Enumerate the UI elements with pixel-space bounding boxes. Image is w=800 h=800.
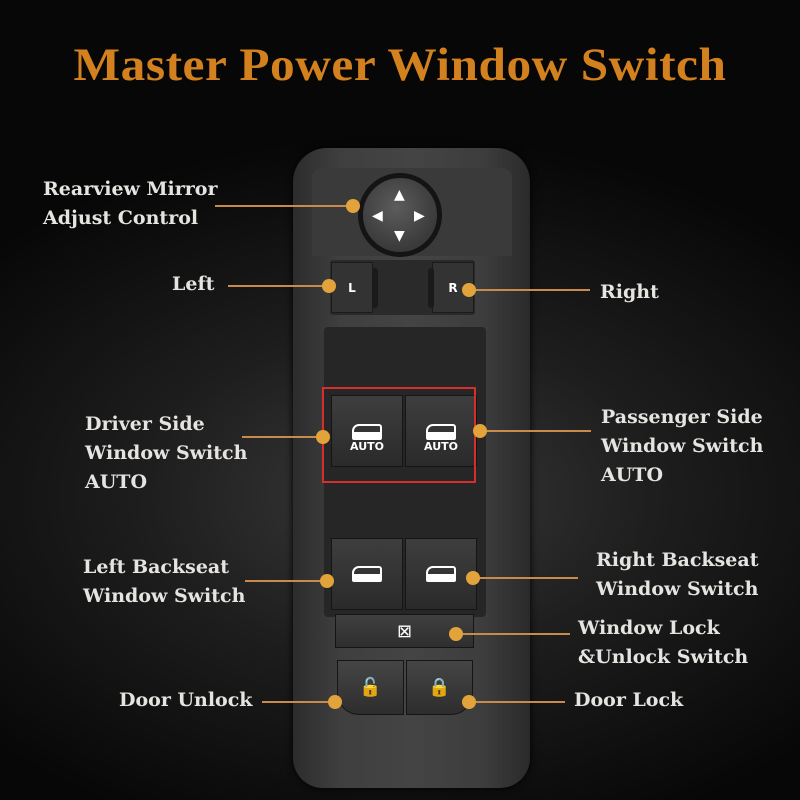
driver-window-button[interactable]: AUTO: [331, 395, 403, 467]
callout-line: [242, 436, 322, 438]
callout-dot: [328, 695, 342, 709]
label-window-lock: Window Lock &Unlock Switch: [578, 617, 749, 668]
auto-label: AUTO: [424, 439, 458, 453]
slot: [428, 268, 434, 308]
auto-highlight-box: [322, 387, 476, 483]
label-left: Left: [172, 273, 215, 295]
callout-dot: [346, 199, 360, 213]
callout-dot: [449, 627, 463, 641]
label-door-lock: Door Lock: [574, 689, 684, 711]
callout-dot: [462, 695, 476, 709]
callout-line: [215, 205, 353, 207]
lock-icon: 🔒: [428, 677, 451, 698]
mirror-adjust-knob[interactable]: [358, 173, 442, 257]
callout-line: [228, 285, 328, 287]
door-unlock-button[interactable]: 🔓: [337, 660, 404, 715]
arrow-up-icon: ▲: [394, 187, 405, 203]
callout-dot: [466, 571, 480, 585]
arrow-down-icon: ▼: [394, 228, 405, 244]
window-lock-icon: ⊠: [396, 620, 413, 642]
callout-line: [470, 289, 590, 291]
door-lock-button[interactable]: 🔒: [406, 660, 473, 715]
page-title: Master Power Window Switch: [73, 39, 727, 91]
window-lock-button[interactable]: ⊠: [335, 614, 474, 648]
window-icon: [352, 566, 382, 582]
arrow-right-icon: ▶: [414, 208, 425, 224]
callout-line: [475, 701, 565, 703]
left-backseat-window-button[interactable]: [331, 538, 403, 610]
callout-dot: [320, 574, 334, 588]
callout-line: [460, 633, 570, 635]
right-backseat-window-button[interactable]: [405, 538, 477, 610]
callout-line: [245, 580, 325, 582]
label-right-backseat: Right Backseat Window Switch: [596, 549, 759, 600]
arrow-left-icon: ◀: [372, 208, 383, 224]
slot: [372, 268, 378, 308]
passenger-window-button[interactable]: AUTO: [405, 395, 477, 467]
window-icon: [426, 566, 456, 582]
auto-label: AUTO: [350, 439, 384, 453]
callout-line: [478, 577, 578, 579]
callout-dot: [473, 424, 487, 438]
window-icon: [352, 423, 382, 440]
callout-dot: [316, 430, 330, 444]
label-mirror: Rearview Mirror Adjust Control: [43, 178, 218, 229]
mirror-left-button[interactable]: L: [331, 262, 373, 313]
unlock-icon: 🔓: [359, 677, 382, 698]
label-right: Right: [600, 281, 659, 303]
label-passenger-window: Passenger Side Window Switch AUTO: [601, 406, 764, 486]
label-left-backseat: Left Backseat Window Switch: [83, 556, 246, 607]
callout-line: [262, 701, 337, 703]
callout-dot: [322, 279, 336, 293]
callout-line: [486, 430, 591, 432]
label-driver-window: Driver Side Window Switch AUTO: [85, 413, 248, 493]
window-icon: [426, 423, 456, 440]
label-door-unlock: Door Unlock: [119, 689, 253, 711]
callout-dot: [462, 283, 476, 297]
